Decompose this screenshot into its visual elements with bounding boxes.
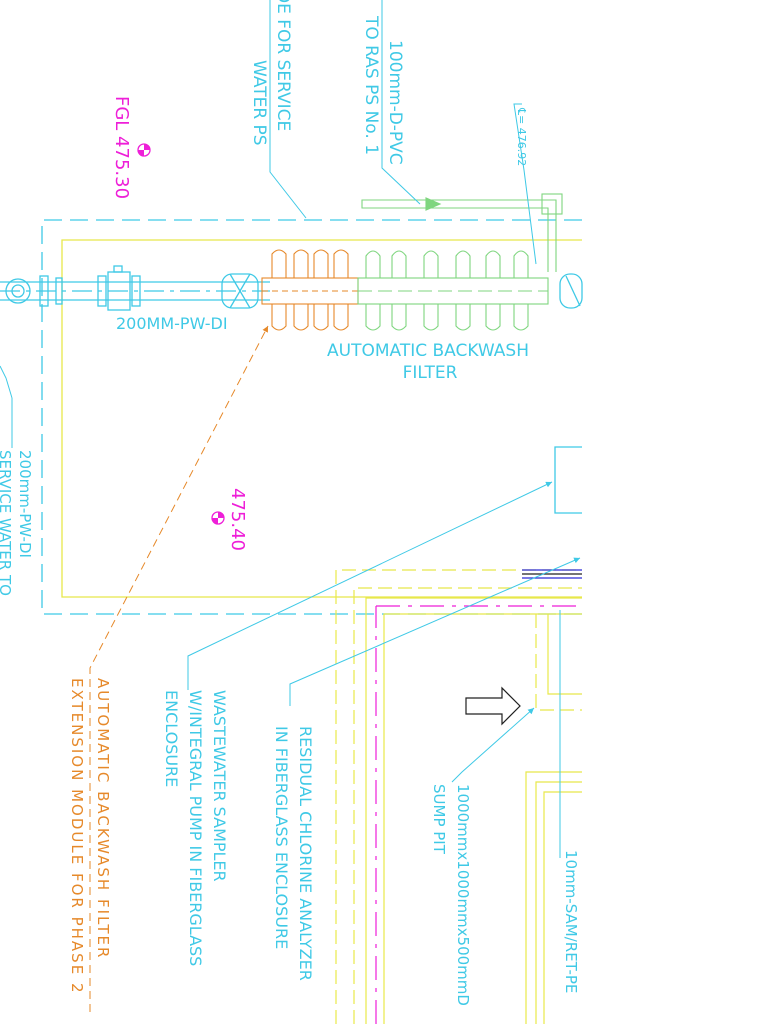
label-elev-475-40: 475.40 (227, 488, 248, 551)
conduit-lines (522, 569, 582, 579)
filter-extension-module (261, 249, 359, 331)
label-to-ras: TO RAS PS No. 1 (361, 15, 381, 155)
label-sampler-2: W/INTEGRAL PUMP IN FIBERGLASS (186, 690, 205, 966)
elevation-marker-slab (211, 511, 225, 525)
label-ext-module-2: EXTENSION MODULE FOR PHASE 2 (68, 678, 86, 995)
label-sam-line: 10mm-SAM/RET-PE (562, 850, 580, 993)
label-fgl: FGL 475.30 (111, 96, 132, 199)
label-sump-2: SUMP PIT (430, 784, 448, 855)
extension-leader (89, 325, 269, 1012)
flow-arrow-icon (465, 686, 521, 726)
label-service-to: SERVICE WATER TO (0, 450, 14, 596)
label-abw-filter-2: FILTER (403, 363, 458, 383)
label-sump-1: 1000mmx1000mmx500mmD (454, 784, 472, 1006)
backwash-filter (357, 193, 563, 331)
label-upper-left-cut: DE FOR SERVICE (273, 0, 293, 131)
building-walls (335, 569, 582, 1024)
slab-outline (61, 239, 582, 598)
leader-lines (0, 0, 581, 858)
label-sampler-1: WASTEWATER SAMPLER (210, 690, 229, 882)
elevation-marker-fgl (137, 143, 151, 157)
label-abw-filter-1: AUTOMATIC BACKWASH (327, 341, 529, 361)
label-service-pw: 200mm-PW-DI (16, 450, 34, 558)
label-cl-elev: ℄= 476.92 (515, 107, 528, 166)
sampler-box (554, 446, 582, 514)
main-pipe (0, 265, 583, 311)
label-sampler-3: ENCLOSURE (162, 690, 181, 787)
label-chlorine-2: IN FIBERGLASS ENCLOSURE (272, 726, 291, 949)
enclosure-boundary (41, 219, 582, 615)
label-chlorine-1: RESIDUAL CHLORINE ANALYZER (296, 726, 315, 981)
label-pvc-line: 100mm-D-PVC (385, 40, 405, 165)
label-water-ps: WATER PS (249, 60, 269, 146)
label-ext-module-1: AUTOMATIC BACKWASH FILTER (94, 678, 112, 959)
label-pw-di: 200MM-PW-DI (116, 314, 228, 333)
